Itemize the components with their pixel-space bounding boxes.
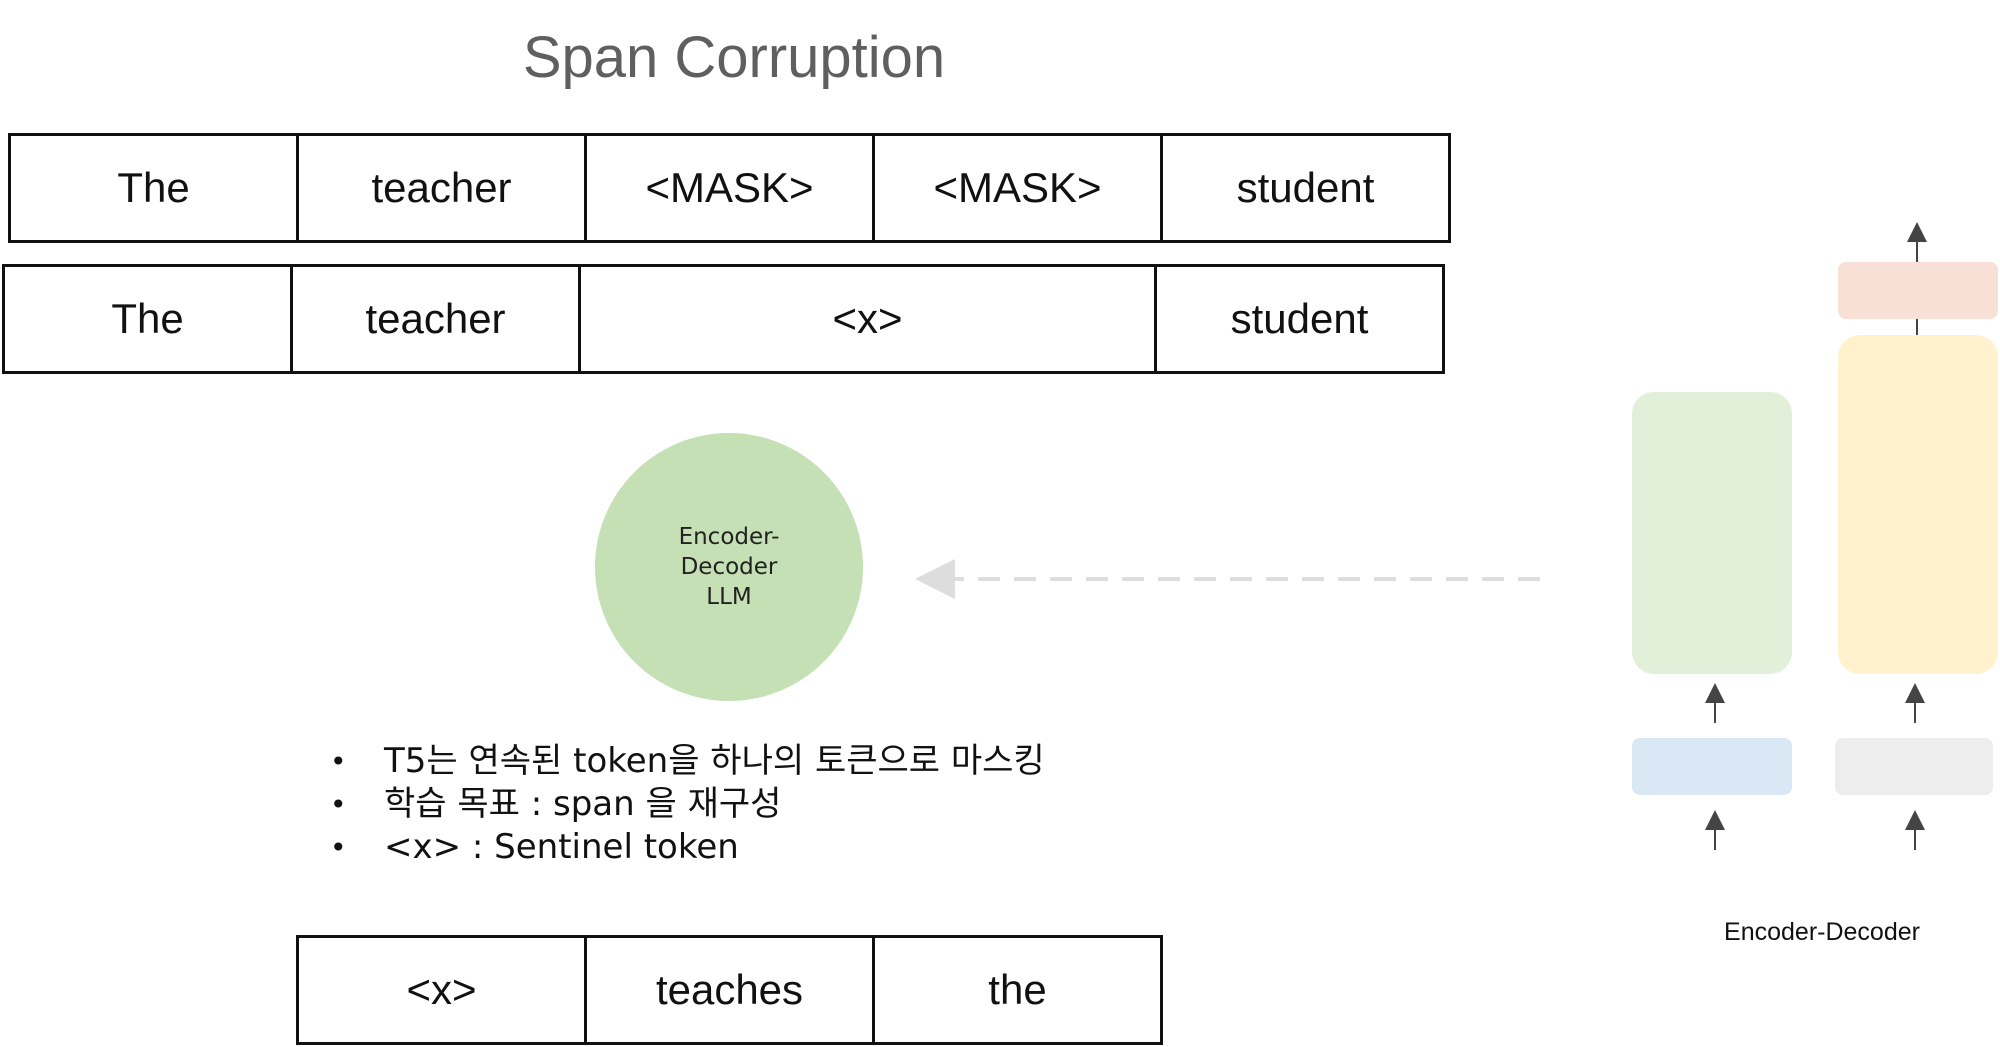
input-token-row: The teacher <MASK> <MASK> student	[8, 133, 1451, 243]
note-item: 학습 목표 : span 을 재구성	[330, 783, 1045, 826]
diagram-title: Span Corruption	[522, 25, 946, 90]
encoder-block	[1632, 392, 1792, 674]
architecture-label: Encoder-Decoder	[1724, 918, 1920, 946]
token-cell: The	[11, 133, 299, 243]
target-token-row: <x> teaches the	[296, 935, 1163, 1045]
sentinel-token-cell: <x>	[581, 264, 1157, 374]
mask-token-cell: <MASK>	[587, 133, 875, 243]
token-cell: The	[5, 264, 293, 374]
token-cell: student	[1157, 264, 1445, 374]
token-cell: teacher	[293, 264, 581, 374]
note-item: T5는 연속된 token을 하나의 토큰으로 마스킹	[330, 740, 1045, 783]
llm-label-line: Decoder	[680, 554, 778, 580]
mask-token-cell: <MASK>	[875, 133, 1163, 243]
corrupted-token-row: The teacher <x> student	[2, 264, 1445, 374]
token-cell: student	[1163, 133, 1451, 243]
token-cell: the	[875, 935, 1163, 1045]
decoder-input-block	[1835, 738, 1993, 795]
llm-label-line: LLM	[706, 584, 752, 610]
encoder-input-block	[1632, 738, 1792, 795]
decoder-block	[1838, 335, 1998, 674]
llm-label-line: Encoder-	[678, 524, 780, 550]
sentinel-token-cell: <x>	[299, 935, 587, 1045]
decoder-output-block	[1838, 262, 1998, 319]
encoder-decoder-llm-circle: Encoder- Decoder LLM	[595, 433, 863, 701]
token-cell: teaches	[587, 935, 875, 1045]
token-cell: teacher	[299, 133, 587, 243]
notes-list: T5는 연속된 token을 하나의 토큰으로 마스킹 학습 목표 : span…	[330, 740, 1045, 869]
note-item: <x> : Sentinel token	[330, 826, 1045, 869]
